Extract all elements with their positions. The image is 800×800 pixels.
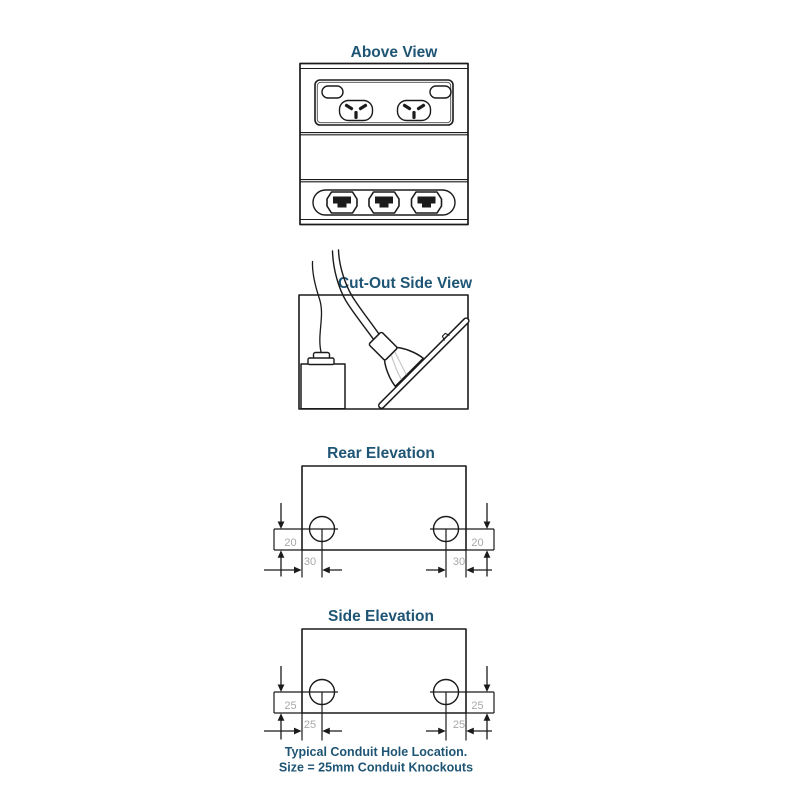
plug: [368, 331, 425, 388]
rj45-jack-glyph: [375, 196, 393, 208]
rj45-port-outline: [410, 191, 443, 214]
plug-shading-lines: [391, 351, 407, 380]
mounting-box: [300, 351, 346, 410]
section-divider-lines: [300, 132, 468, 183]
dim-label-edge-offset-right: 25: [453, 719, 465, 731]
caption-block: Typical Conduit Hole Location. Size = 25…: [279, 745, 473, 775]
plug-cable-line-2: [337, 249, 381, 337]
dim-label-edge-offset-right: 30: [453, 556, 465, 568]
socket-slot-left: [344, 103, 354, 111]
rj45-port-3: [410, 191, 443, 214]
socket-outline: [396, 99, 432, 122]
dimension-arrows: [264, 666, 492, 740]
dimension-arrows: [264, 503, 492, 577]
enclosure-outline: [299, 62, 469, 226]
socket-slot-right: [416, 103, 426, 111]
caption-line-2: Size = 25mm Conduit Knockouts: [279, 761, 473, 775]
power-socket-left: [338, 99, 374, 122]
dim-label-bottom-offset-right: 20: [471, 537, 483, 549]
plug-bell-body: [383, 346, 425, 388]
socket-outline: [338, 99, 374, 122]
rear-outline: [301, 465, 467, 551]
power-outlet-panel: [314, 79, 454, 126]
rear-elevation: Rear Elevation 20 20 30 30: [264, 445, 495, 578]
rear-elevation-title: Rear Elevation: [327, 445, 435, 462]
dim-label-edge-offset-left: 30: [304, 556, 316, 568]
rj45-port-outline: [326, 191, 358, 214]
data-panel-outline: [312, 189, 456, 216]
dim-label-edge-offset-left: 25: [304, 719, 316, 731]
caption-line-1: Typical Conduit Hole Location.: [285, 745, 467, 759]
plug-head: [368, 331, 398, 361]
panel-latch: [441, 332, 450, 341]
arrow-shafts: [264, 503, 492, 577]
arrow-shafts: [264, 666, 492, 740]
cutout-enclosure-outline: [298, 294, 469, 410]
side-elevation-title: Side Elevation: [328, 608, 434, 625]
power-cable: [311, 260, 323, 353]
cutout-side-view: Cut-Out Side View: [298, 249, 473, 410]
outlet-panel-outline: [314, 79, 454, 126]
oval-cutout-right: [429, 85, 452, 99]
dim-label-bottom-offset-left: 20: [284, 537, 296, 549]
outlet-panel-inner-edge: [316, 81, 452, 124]
socket-slot-right: [358, 103, 368, 111]
socket-slot-earth: [354, 111, 358, 119]
above-view: Above View: [299, 44, 469, 226]
side-elevation: Side Elevation 25 25 25 25: [264, 608, 495, 741]
rj45-port-2: [368, 191, 400, 214]
rj45-jack-glyph: [333, 196, 351, 208]
dim-label-bottom-offset-right: 25: [471, 700, 483, 712]
above-view-title: Above View: [351, 44, 439, 61]
rj45-port-1: [326, 191, 358, 214]
angled-mounting-panel: [377, 317, 470, 410]
mounting-box-outline: [300, 363, 346, 410]
enclosure-lip-lines: [300, 67, 468, 221]
socket-slot-earth: [412, 111, 416, 119]
rj45-jack-glyph: [417, 196, 436, 208]
panel-strip: [377, 317, 470, 410]
extension-lines: [273, 691, 495, 741]
cutout-side-view-title: Cut-Out Side View: [338, 275, 473, 292]
power-socket-right: [396, 99, 432, 122]
rj45-port-outline: [368, 191, 400, 214]
side-outline: [301, 628, 467, 714]
oval-cutout-left: [321, 85, 344, 99]
socket-slot-left: [402, 103, 412, 111]
dim-label-bottom-offset-left: 25: [284, 700, 296, 712]
data-port-panel: [312, 189, 456, 216]
extension-lines: [273, 528, 495, 578]
plug-cable-line-1: [331, 250, 375, 341]
cable-grommet-base: [307, 357, 335, 366]
